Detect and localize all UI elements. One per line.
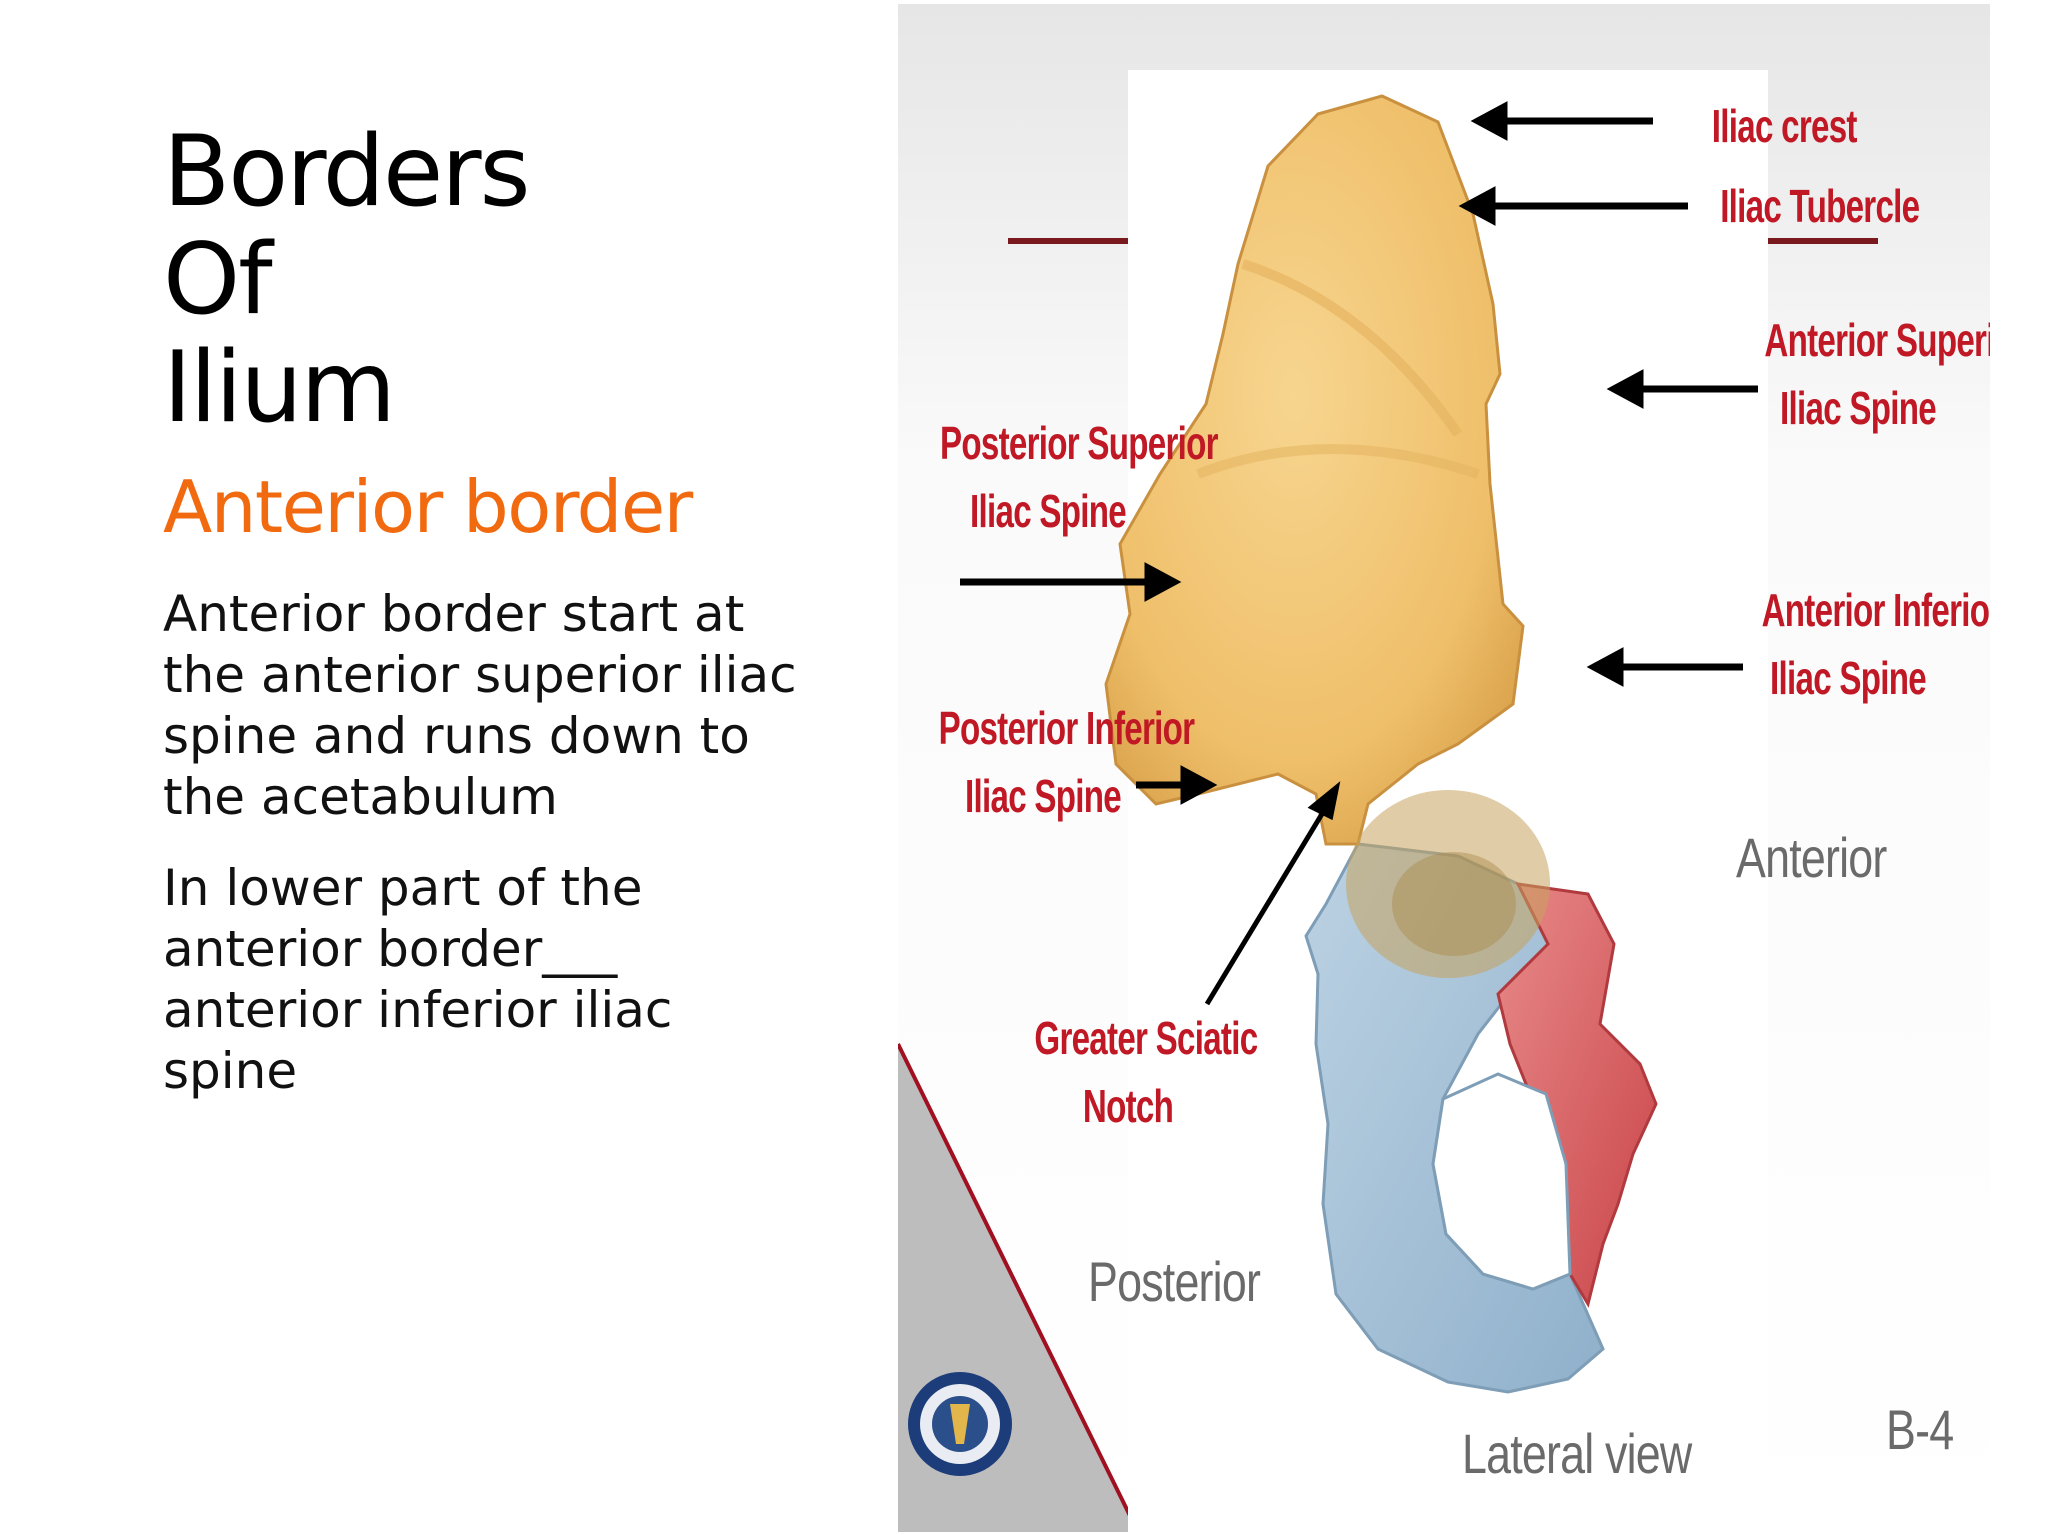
label-psis-line2: Iliac Spine (970, 485, 1127, 537)
slide-title: Borders Of Ilium (163, 115, 531, 445)
label-lateral-view: Lateral view (1462, 1422, 1692, 1485)
arrow-iliac-tubercle-head (1458, 186, 1496, 226)
label-psis-line1: Posterior Superior (940, 417, 1219, 469)
label-aiis-line1: Anterior Inferior (1761, 584, 1990, 636)
label-arrows (960, 101, 1758, 1006)
gluteal-line-anterior (1196, 444, 1480, 479)
arrow-piis-head (1180, 765, 1218, 805)
label-anterior: Anterior (1736, 826, 1887, 889)
label-aiis-line2: Iliac Spine (1770, 652, 1927, 704)
hip-bone-illustration (898, 4, 1990, 1532)
label-posterior-superior-iliac-spine: Posterior Superior Iliac Spine (940, 409, 1219, 545)
label-asis-line2: Iliac Spine (1780, 382, 1937, 434)
pubis-shape (1496, 882, 1658, 1308)
plate-code: B-4 (1886, 1398, 1954, 1461)
acetabular-fossa (1392, 852, 1516, 956)
label-asis-line1: Anterior Superior (1764, 314, 1990, 366)
arrow-greater-sciatic-notch (1204, 802, 1331, 1006)
label-piis-line2: Iliac Spine (965, 770, 1122, 822)
label-anterior-superior-iliac-spine: Anterior Superior Iliac Spine (1764, 306, 1990, 442)
label-iliac-crest: Iliac crest (1711, 92, 1858, 160)
corner-red-line (898, 1043, 1140, 1532)
label-iliac-crest-text: Iliac crest (1711, 100, 1858, 152)
ischium-shape (1304, 842, 1605, 1394)
university-seal (908, 1372, 1012, 1476)
arrow-aiis-head (1586, 647, 1624, 687)
label-gsn-line2: Notch (1082, 1080, 1174, 1132)
arrow-iliac-crest-head (1470, 101, 1508, 141)
label-posterior: Posterior (1088, 1250, 1261, 1313)
ilium-shape (1104, 94, 1525, 846)
slide-subtitle: Anterior border (163, 465, 693, 549)
acetabulum (1346, 790, 1550, 978)
obturator-foramen (1431, 1072, 1572, 1291)
label-iliac-tubercle: Iliac Tubercle (1720, 172, 1920, 240)
label-greater-sciatic-notch: Greater Sciatic Notch (1034, 1004, 1258, 1140)
arrow-asis-head (1606, 369, 1644, 409)
label-gsn-line1: Greater Sciatic (1034, 1012, 1258, 1064)
label-iliac-tubercle-text: Iliac Tubercle (1720, 180, 1920, 232)
title-line-3: Ilium (163, 331, 396, 445)
label-piis-line1: Posterior Inferior (938, 702, 1195, 754)
body-paragraph-2: In lower part of the anterior border___ … (163, 859, 673, 1100)
body-paragraph-1: Anterior border start at the anterior su… (163, 585, 797, 826)
label-anterior-inferior-iliac-spine: Anterior Inferior Iliac Spine (1761, 576, 1990, 712)
arrow-psis-head (1144, 562, 1182, 602)
hip-bone-figure: Iliac crest Iliac Tubercle Anterior Supe… (898, 4, 1990, 1532)
arrow-gsn-head (1307, 781, 1341, 821)
label-posterior-inferior-iliac-spine: Posterior Inferior Iliac Spine (938, 694, 1195, 830)
gluteal-line-posterior (1241, 259, 1463, 437)
title-line-2: Of (163, 223, 273, 337)
title-line-1: Borders (163, 115, 531, 229)
